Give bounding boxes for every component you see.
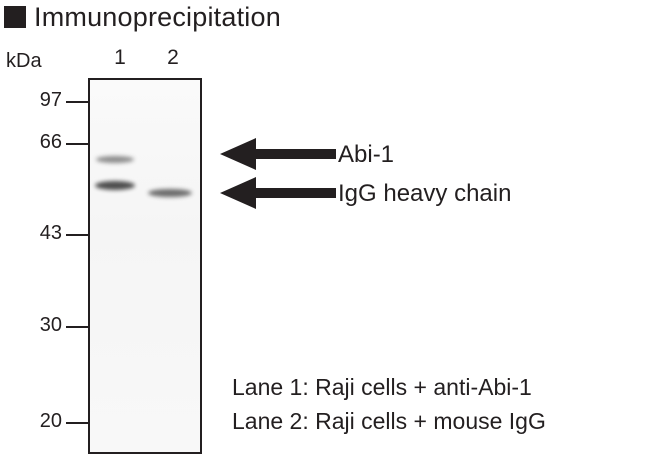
- band-label-igg: IgG heavy chain: [338, 180, 512, 207]
- marker-label-66: 66: [39, 131, 62, 153]
- marker-tick-97: [66, 101, 88, 103]
- band-lane1-igg: [95, 181, 135, 190]
- title-marker-square: [4, 6, 26, 28]
- marker-tick-30: [66, 326, 88, 328]
- axis-unit-label: kDa: [6, 50, 42, 72]
- title-text: Immunoprecipitation: [34, 1, 281, 32]
- marker-tick-20: [66, 422, 88, 424]
- marker-tick-66: [66, 143, 88, 145]
- arrow-igg-icon: [220, 177, 336, 209]
- western-blot-panel: [88, 78, 202, 454]
- band-lane2-igg: [148, 189, 192, 197]
- figure-title: Immunoprecipitation: [4, 0, 281, 34]
- marker-label-20: 20: [39, 410, 62, 432]
- band-label-abi1: Abi-1: [338, 141, 395, 168]
- lane-number-2: 2: [167, 46, 179, 69]
- arrow-abi1-icon: [220, 138, 336, 170]
- band-lane1-abi1: [96, 156, 134, 163]
- legend-lane2: Lane 2: Raji cells + mouse IgG: [232, 408, 546, 434]
- marker-label-43: 43: [39, 222, 62, 244]
- marker-label-30: 30: [39, 314, 62, 336]
- marker-tick-43: [66, 234, 88, 236]
- marker-label-97: 97: [39, 89, 62, 111]
- legend-lane1: Lane 1: Raji cells + anti-Abi-1: [232, 374, 532, 400]
- lane-number-1: 1: [114, 46, 126, 69]
